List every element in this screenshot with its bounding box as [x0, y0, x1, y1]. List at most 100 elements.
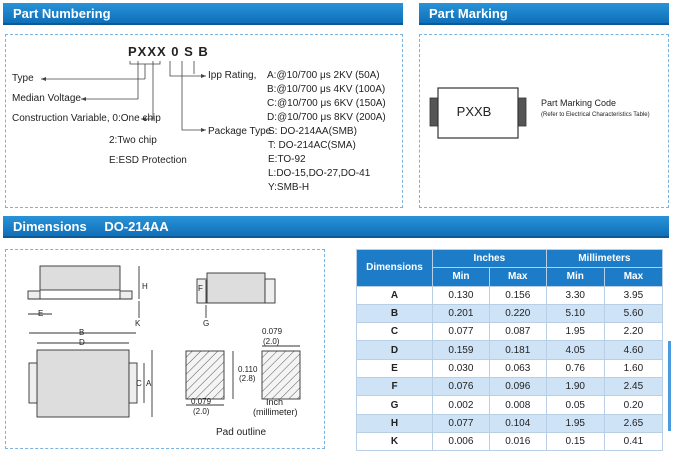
arrow-construction [141, 117, 146, 121]
dimension-mm-max: 1.60 [603, 358, 664, 379]
part-numbering-header: Part Numbering [3, 3, 403, 25]
dimension-in-min: 0.006 [432, 431, 490, 451]
dimension-mm-min: 0.05 [545, 395, 605, 415]
dimension-mm-min: 0.76 [545, 358, 605, 379]
dimension-in-max: 0.104 [488, 413, 547, 433]
dimension-key: E [356, 358, 433, 379]
label-construction: Construction Variable, 0:One chip [12, 113, 161, 124]
dimension-in-max: 0.016 [488, 431, 547, 451]
dimension-mm-min: 1.95 [545, 413, 605, 433]
arrow-type [41, 77, 46, 81]
part-code: PXXX 0 S B [128, 44, 209, 59]
label-package-type: Package Type [208, 126, 272, 137]
dim-label-h: H [142, 282, 148, 291]
pad-outline-caption: Pad outline [216, 427, 267, 438]
pad-width-mm: (2.0) [263, 337, 280, 346]
dimension-mm-max: 2.20 [603, 322, 664, 342]
col-inches-min: Min [432, 267, 490, 287]
dimension-key: C [356, 322, 433, 342]
marking-code-label: Part Marking Code [541, 98, 617, 108]
arrow-median [81, 97, 86, 101]
dimension-in-min: 0.076 [432, 377, 490, 397]
right-rail [668, 341, 671, 431]
dimension-mm-max: 0.41 [603, 431, 664, 451]
dimension-mm-min: 5.10 [545, 303, 605, 324]
marking-code-note: (Refer to Electrical Characteristics Tab… [541, 112, 650, 118]
package-option-y: Y:SMB-H [268, 182, 310, 193]
unit-inch: Inch [266, 397, 284, 407]
dimension-key: B [356, 303, 433, 324]
dim-label-b: B [79, 328, 85, 337]
dim-label-a: A [146, 379, 152, 388]
ipp-option-d: D:@10/700 μs 8KV (200A) [267, 112, 386, 123]
col-inches: Inches [432, 248, 547, 269]
dimension-mm-max: 0.20 [603, 395, 664, 415]
dim-label-d: D [79, 338, 85, 347]
dim-label-f: F [198, 284, 203, 293]
ipp-option-a: A:@10/700 μs 2KV (50A) [267, 70, 380, 81]
dim-label-e: E [38, 309, 44, 318]
dimension-in-max: 0.087 [488, 322, 547, 342]
package-option-s: S: DO-214AA(SMB) [268, 126, 357, 137]
ipp-option-c: C:@10/700 μs 6KV (150A) [267, 98, 386, 109]
dimension-in-max: 0.220 [488, 303, 547, 324]
dimension-mm-min: 1.90 [545, 377, 605, 397]
arrow-package [201, 128, 206, 132]
dimensions-header: Dimensions DO-214AA [3, 216, 669, 238]
part-marking-title: Part Marking [429, 6, 508, 21]
package-option-t: T: DO-214AC(SMA) [268, 140, 356, 151]
part-numbering-panel [5, 34, 403, 208]
dimension-in-min: 0.077 [432, 322, 490, 342]
dimension-in-min: 0.030 [432, 358, 490, 379]
arrow-ipp [201, 74, 206, 78]
package-option-e: E:TO-92 [268, 154, 306, 165]
dimension-in-max: 0.063 [488, 358, 547, 379]
pad-gap-mm: (2.0) [193, 407, 210, 416]
dimension-in-min: 0.201 [432, 303, 490, 324]
package-option-l: L:DO-15,DO-27,DO-41 [268, 168, 371, 179]
pad-height-mm: (2.8) [239, 374, 256, 383]
table-header-row: Dimensions Inches Millimeters [356, 248, 664, 287]
unit-millimeter: (millimeter) [253, 407, 298, 417]
dimension-mm-max: 4.60 [603, 340, 664, 360]
marked-package-drawing [429, 87, 527, 139]
dimension-in-min: 0.130 [432, 285, 490, 305]
col-mm-min: Min [545, 267, 605, 287]
dimension-in-min: 0.002 [432, 395, 490, 415]
package-outline-drawing [27, 265, 301, 418]
col-inches-max: Max [488, 267, 547, 287]
col-dimensions: Dimensions [356, 249, 433, 287]
dimensions-title: Dimensions [13, 219, 87, 234]
dim-label-k: K [135, 319, 141, 328]
dimension-in-max: 0.156 [488, 285, 547, 305]
dimension-in-min: 0.159 [432, 340, 490, 360]
dimension-mm-max: 3.95 [603, 285, 664, 305]
pad-width-inch: 0.079 [262, 327, 283, 336]
label-esd: E:ESD Protection [109, 155, 187, 166]
dimension-in-max: 0.181 [488, 340, 547, 360]
label-type: Type [12, 73, 34, 84]
dimension-mm-min: 0.15 [545, 431, 605, 451]
dimension-key: H [356, 413, 433, 433]
dimension-key: G [356, 395, 433, 415]
dimension-mm-max: 2.45 [603, 377, 664, 397]
dim-label-g: G [203, 319, 210, 328]
pad-height-inch: 0.110 [238, 365, 258, 374]
part-marking-header: Part Marking [419, 3, 669, 25]
part-numbering-leaders [41, 61, 206, 132]
table-subheader-row: Min Max Min Max [357, 267, 664, 287]
dimension-key: A [356, 285, 433, 305]
dimension-mm-min: 4.05 [545, 340, 605, 360]
label-ipp-rating: Ipp Rating, [208, 70, 257, 81]
dimension-key: K [356, 431, 433, 451]
dimensions-package: DO-214AA [104, 219, 169, 234]
